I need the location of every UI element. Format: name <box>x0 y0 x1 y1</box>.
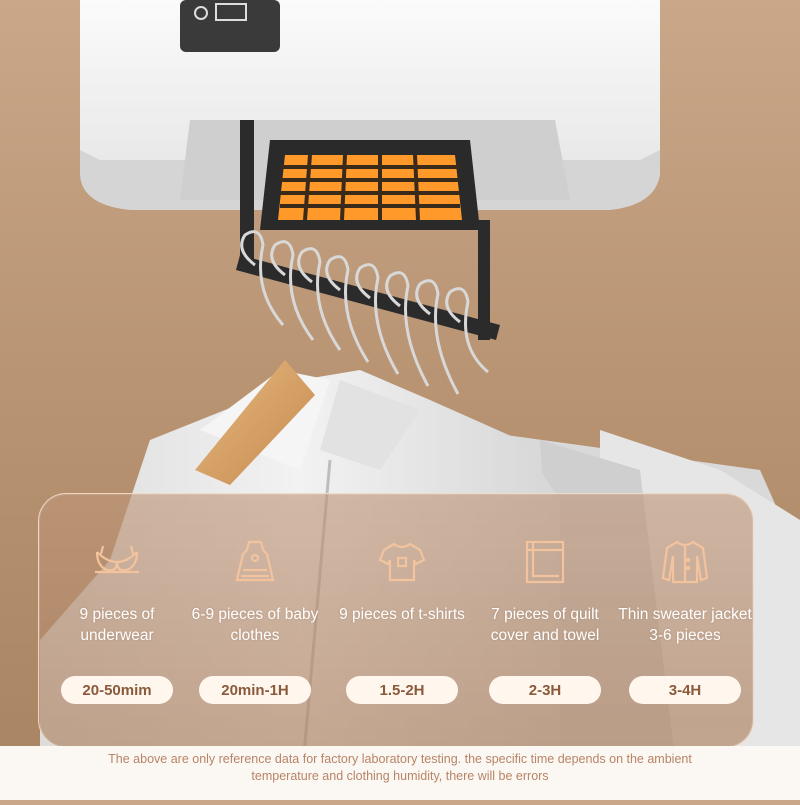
time-badge: 3-4H <box>629 676 741 704</box>
time-badge: 2-3H <box>489 676 601 704</box>
item-label: 7 pieces of quilt cover and towel <box>490 606 600 644</box>
time-item-quilt-towel: 7 pieces of quilt cover and towel 2-3H <box>475 494 615 747</box>
heater-grill <box>260 140 480 230</box>
time-badge: 20min-1H <box>199 676 311 704</box>
towel-icon <box>519 536 571 588</box>
control-panel <box>180 0 280 52</box>
time-item-underwear: 9 pieces of underwear 20-50mim <box>47 494 187 747</box>
item-label: 9 pieces of underwear <box>79 606 155 644</box>
baby-dress-icon <box>229 536 281 588</box>
wooden-hanger <box>195 360 315 485</box>
time-badge: 1.5-2H <box>346 676 458 704</box>
bra-icon <box>91 536 143 588</box>
hanger-hooks <box>240 230 489 395</box>
display-icon <box>215 3 247 21</box>
footnote-text: The above are only reference data for fa… <box>108 752 692 783</box>
item-label: 6-9 pieces of baby clothes <box>191 606 319 644</box>
time-badge: 20-50mim <box>61 676 173 704</box>
drying-time-panel: 9 pieces of underwear 20-50mim 6-9 piece… <box>38 493 754 748</box>
tshirt-icon <box>376 536 428 588</box>
time-item-sweater: Thin sweater jacket 3-6 pieces 3-4H <box>615 494 755 747</box>
power-icon <box>194 6 208 20</box>
time-item-tshirts: 9 pieces of t-shirts 1.5-2H <box>332 494 472 747</box>
item-label: Thin sweater jacket 3-6 pieces <box>618 606 752 644</box>
footnote-bar: The above are only reference data for fa… <box>0 746 800 800</box>
cardigan-icon <box>659 536 711 588</box>
item-label: 9 pieces of t-shirts <box>339 606 465 623</box>
time-item-baby-clothes: 6-9 pieces of baby clothes 20min-1H <box>185 494 325 747</box>
